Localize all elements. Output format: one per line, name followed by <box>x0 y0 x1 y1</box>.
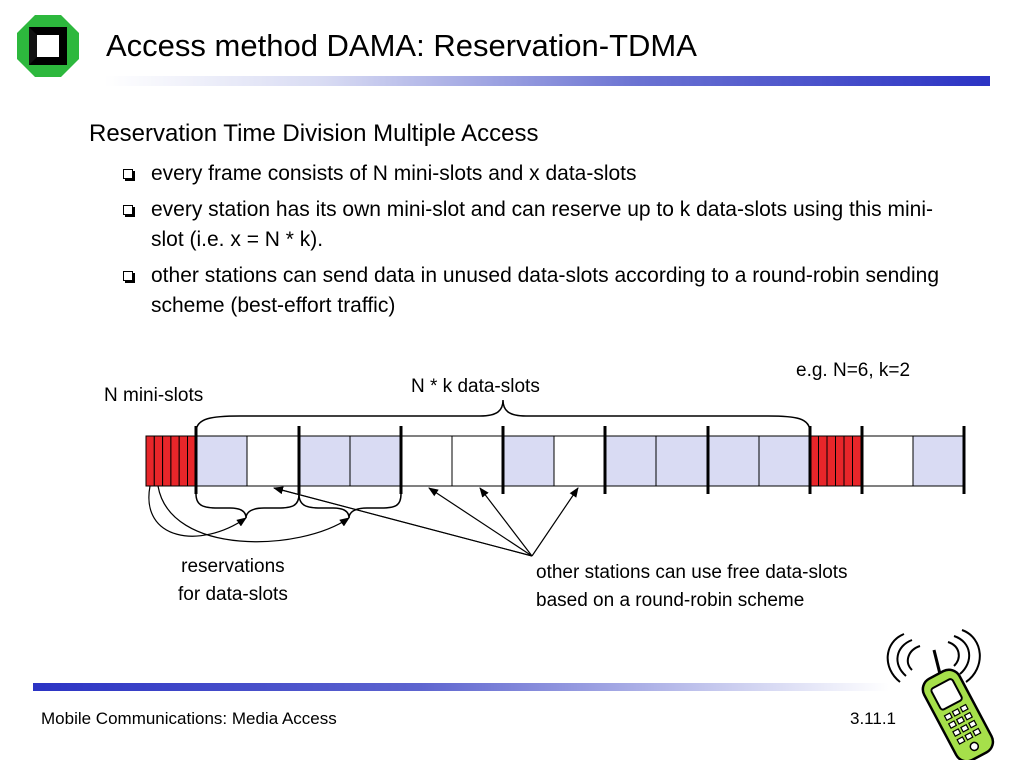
bullet-item: every station has its own mini-slot and … <box>120 195 950 255</box>
minislot <box>153 435 164 487</box>
bullet-text: other stations can send data in unused d… <box>151 264 940 317</box>
title-divider <box>104 76 990 86</box>
data-slot-free <box>553 435 606 487</box>
bullet-item: other stations can send data in unused d… <box>120 261 950 321</box>
reservation-arrow <box>157 485 350 543</box>
free-slots-label-line2: based on a round-robin scheme <box>536 590 805 611</box>
reservations-label-line1: reservations <box>181 556 285 577</box>
data-slot-reserved <box>349 435 402 487</box>
minislots-label: N mini-slots <box>104 385 204 406</box>
reservation-arrow <box>148 485 247 537</box>
minislot-group-1 <box>145 435 197 487</box>
reservations-label-line2: for data-slots <box>178 584 288 605</box>
minislot <box>852 435 862 487</box>
minislot <box>818 435 828 487</box>
data-slot-reserved <box>298 435 351 487</box>
bullet-text: every frame consists of N mini-slots and… <box>151 162 637 185</box>
minislot <box>835 435 845 487</box>
minislot <box>162 435 172 487</box>
reservation-brace-1 <box>195 493 300 519</box>
free-slots-label-line1: other stations can use free data-slots <box>536 562 848 583</box>
data-slot-free <box>400 435 453 487</box>
footer-course-title: Mobile Communications: Media Access <box>41 709 337 728</box>
minislot-group-2 <box>809 435 862 487</box>
example-label: e.g. N=6, k=2 <box>796 360 911 381</box>
data-slot-reserved <box>502 435 555 487</box>
data-slot-reserved <box>655 435 709 487</box>
university-logo-icon <box>17 15 79 77</box>
footer-page-number: 3.11.1 <box>850 709 897 728</box>
data-slot-reserved <box>707 435 760 487</box>
free-slots-label: other stations can use free data-slots b… <box>536 559 848 615</box>
data-slot-free <box>451 435 504 487</box>
minislot <box>826 435 836 487</box>
minislot <box>178 435 188 487</box>
bullet-item: every frame consists of N mini-slots and… <box>120 159 950 189</box>
square-bullet-icon <box>123 271 133 281</box>
station-boundaries <box>194 426 966 494</box>
minislot <box>170 435 180 487</box>
square-bullet-icon <box>123 205 133 215</box>
square-bullet-icon <box>123 169 133 179</box>
data-slot-reserved <box>195 435 248 487</box>
data-slot-reserved <box>758 435 811 487</box>
data-slot-free <box>860 435 914 487</box>
bullet-text: every station has its own mini-slot and … <box>151 198 934 251</box>
footer-divider <box>33 683 889 691</box>
round-robin-arrows <box>273 486 579 557</box>
reservations-label: reservations for data-slots <box>178 553 288 609</box>
data-slot-free <box>246 435 300 487</box>
minislot <box>145 435 155 487</box>
mobile-phone-icon <box>886 629 995 760</box>
minislot <box>843 435 853 487</box>
dataslots-brace <box>195 399 811 433</box>
data-slot-reserved <box>912 435 966 487</box>
data-slot-reserved <box>604 435 657 487</box>
reservation-brace-2 <box>298 493 402 519</box>
dataslots-label: N * k data-slots <box>411 376 540 397</box>
bullet-list: every frame consists of N mini-slots and… <box>120 159 950 327</box>
section-heading: Reservation Time Division Multiple Acces… <box>89 120 539 147</box>
slide-title: Access method DAMA: Reservation-TDMA <box>106 28 697 63</box>
round-robin-arrow-from-slot <box>273 487 533 557</box>
